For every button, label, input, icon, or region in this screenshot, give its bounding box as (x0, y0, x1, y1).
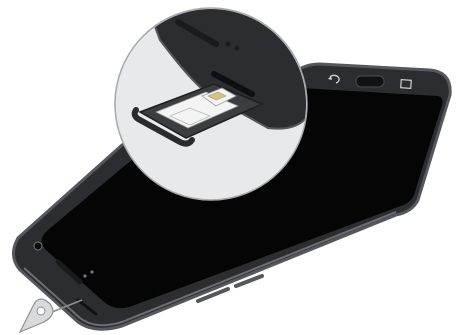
inset-sensor-dot (226, 42, 231, 47)
camera-icon (34, 242, 42, 250)
home-key-icon (356, 76, 384, 87)
sensor-dot (83, 274, 86, 277)
inset-sensor-dot (235, 46, 240, 51)
sensor-dot (90, 270, 93, 273)
